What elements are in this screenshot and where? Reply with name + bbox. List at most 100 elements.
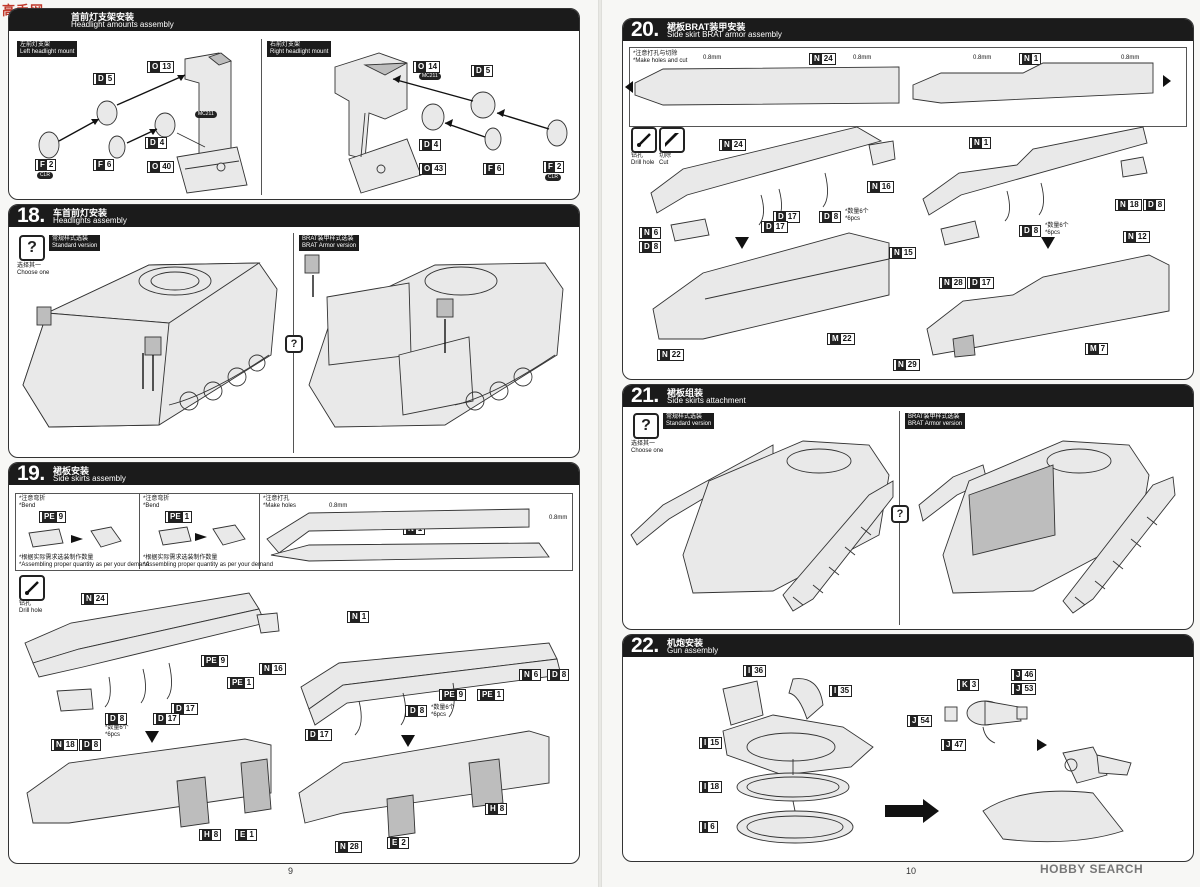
qty6-20a: *数量6个*6pcs [845,209,869,222]
page-number-left: 9 [288,866,294,876]
step-21-number: 21. [631,384,659,407]
step-20-title-en: Side skirt BRAT armor assembly [667,30,782,39]
step-18-header: 18. 车首前灯安装 Headlights assembly [9,205,579,227]
step-19-drawing [24,508,562,838]
holes-note: *注意打孔*Make holes [263,496,297,509]
drill-tool-icon [19,575,45,601]
step-18-number: 18. [17,204,45,227]
step-20-panel: 20. 裙板BRAT装甲安装 Side skirt BRAT armor ass… [622,18,1194,380]
step-21-drawing [630,440,1176,614]
notes-divider-1 [139,493,140,569]
step-18-drawing [22,254,564,428]
right-mount-tag: 右前灯支架 Right headlight mount [267,41,332,57]
step-21-panel: 21. 裙板组装 Side skirts attachment ? 常规样式选装… [622,384,1194,630]
step-17-panel: 首前灯支架安装 Headlight amounts assembly 左前灯支架… [8,8,580,200]
question-icon-middle-21: ? [891,505,909,523]
step-19-number: 19. [17,462,45,485]
qty6-a: *数量6个*6pcs [105,725,129,738]
step-20-header: 20. 裙板BRAT装甲安装 Side skirt BRAT armor ass… [623,19,1193,41]
left-mount-cn: 左前灯支架 [20,42,51,48]
step-22-title-en: Gun assembly [667,646,719,655]
step-19-panel: 19. 裙板安装 Side skirts assembly *注意弯折*Bend… [8,462,580,864]
bend-note-1: *注意弯折*Bend [19,496,46,509]
step-22-drawing [722,678,1132,844]
step-17-title-cn: 首前灯支架安装 [71,12,135,22]
mm-20-d: 0.8mm [1121,55,1140,61]
step-17-drawing [38,52,568,194]
step-22-title-cn: 机炮安装 [667,638,704,648]
question-icon-21: ? [633,413,659,439]
mm-20-a: 0.8mm [703,55,722,61]
step-18-panel: 18. 车首前灯安装 Headlights assembly ? 常规样式选装 … [8,204,580,458]
notes-divider-2 [259,493,260,569]
step-18-title-cn: 车首前灯安装 [53,208,108,218]
cut-tool-icon [659,127,685,153]
standard-version-tag: 常规样式选装 Standard version [49,235,101,251]
qty-note-2: *根据实际需求选装制作数量*Assembling proper quantity… [143,555,274,568]
mm-20-c: 0.8mm [973,55,992,61]
step-20-number: 20. [631,18,659,41]
step-19-notes-box [15,493,573,571]
page-fold [598,0,602,887]
left-mount-en: Left headlight mount [20,49,75,55]
bend-note-2: *注意弯折*Bend [143,496,170,509]
step-19-title-cn: 裙板安装 [53,466,90,476]
clear-part-pill-left: CLR [37,172,54,179]
step-22-header: 22. 机炮安装 Gun assembly [623,635,1193,657]
mm-label-2: 0.8mm [549,515,568,521]
brat-version-tag: BRAT装甲样式选装 BRAT Armor version [299,235,360,251]
page-number-right: 10 [906,866,917,876]
mm-20-b: 0.8mm [853,55,872,61]
mm-label-1: 0.8mm [329,503,348,509]
clear-part-pill-right: CLR [545,174,562,181]
hobby-search-watermark: HOBBY SEARCH [1040,862,1144,876]
step-18-title-en: Headlights assembly [53,216,127,225]
qty6-20b: *数量6个*6pcs [1045,223,1069,236]
